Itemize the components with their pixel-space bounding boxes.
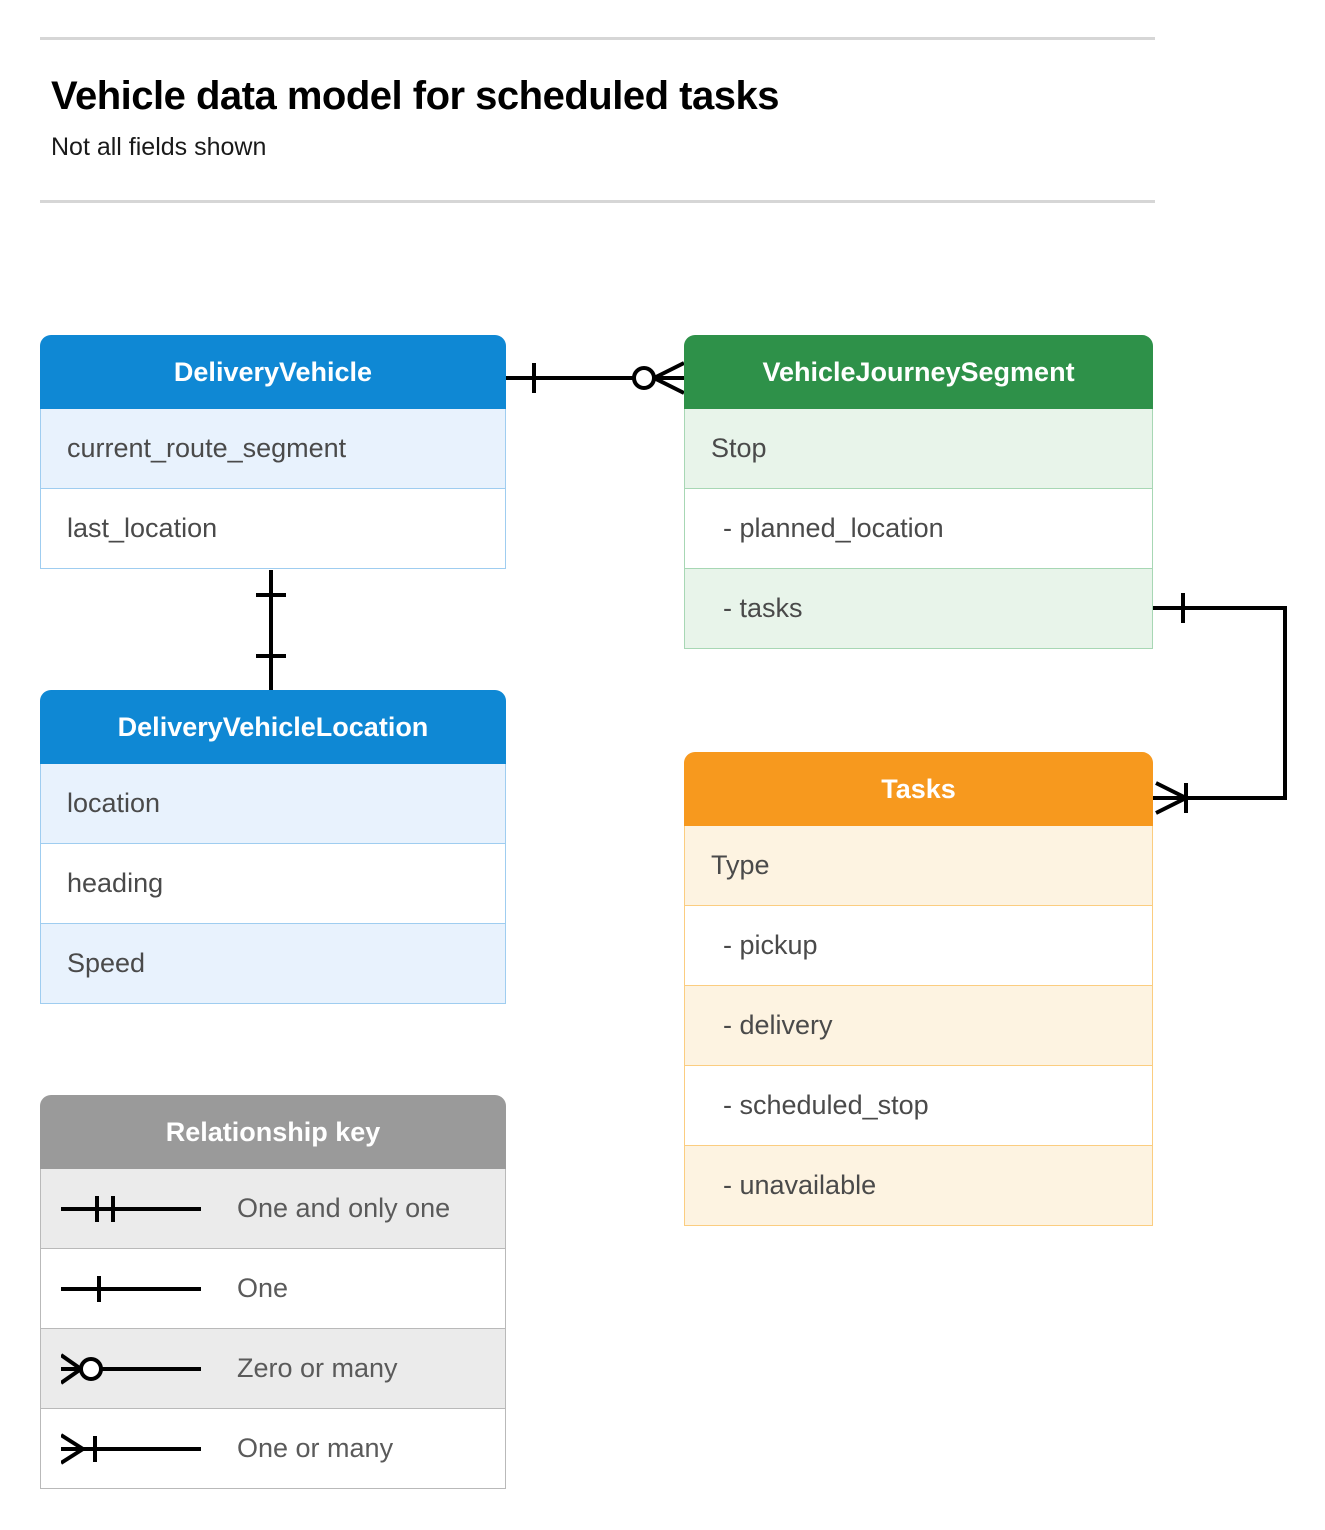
zero-or-many-icon (61, 1352, 201, 1385)
entity-row-tasks[interactable]: - tasks (684, 569, 1153, 649)
entity-tasks[interactable]: Tasks Type - pickup - delivery - schedul… (684, 752, 1153, 1226)
entity-row-unavailable[interactable]: - unavailable (684, 1146, 1153, 1226)
entity-row-type[interactable]: Type (684, 826, 1153, 906)
entity-row-planned-location[interactable]: - planned_location (684, 489, 1153, 569)
legend-label-zero-or-many: Zero or many (237, 1353, 398, 1383)
entity-delivery-vehicle[interactable]: DeliveryVehicle current_route_segment la… (40, 335, 506, 569)
relationship-key-legend: Relationship key One and only one One Ze… (40, 1095, 506, 1489)
one-and-only-one-icon (61, 1195, 201, 1222)
entity-row-stop[interactable]: Stop (684, 409, 1153, 489)
legend-label-one-and-only-one: One and only one (237, 1193, 451, 1223)
relationship-vehiclejourneysegment-tasks (1153, 593, 1287, 815)
legend-item-zero-or-many: Zero or many (40, 1329, 506, 1409)
header-divider-top (40, 37, 1155, 40)
entity-vehicle-journey-segment[interactable]: VehicleJourneySegment Stop - planned_loc… (684, 335, 1153, 649)
entity-delivery-vehicle-location[interactable]: DeliveryVehicleLocation location heading… (40, 690, 506, 1004)
one-or-many-icon (61, 1432, 201, 1465)
entity-row-heading[interactable]: heading (40, 844, 506, 924)
header-divider-bottom (40, 200, 1155, 203)
legend-label-one: One (237, 1273, 289, 1303)
page-subtitle: Not all fields shown (51, 133, 267, 161)
entity-delivery-vehicle-title: DeliveryVehicle (40, 335, 506, 409)
legend-label-one-or-many: One or many (237, 1433, 394, 1463)
entity-row-scheduled-stop[interactable]: - scheduled_stop (684, 1066, 1153, 1146)
entity-row-speed[interactable]: Speed (40, 924, 506, 1004)
relationship-deliveryvehicle-vehiclejourneysegment (506, 361, 685, 395)
legend-item-one: One (40, 1249, 506, 1329)
entity-row-last-location[interactable]: last_location (40, 489, 506, 569)
one-icon (61, 1275, 201, 1302)
legend-item-one-or-many: One or many (40, 1409, 506, 1489)
entity-row-delivery[interactable]: - delivery (684, 986, 1153, 1066)
entity-row-current-route-segment[interactable]: current_route_segment (40, 409, 506, 489)
legend-item-one-and-only-one: One and only one (40, 1169, 506, 1249)
entity-row-pickup[interactable]: - pickup (684, 906, 1153, 986)
entity-row-location[interactable]: location (40, 764, 506, 844)
entity-vehicle-journey-segment-title: VehicleJourneySegment (684, 335, 1153, 409)
relationship-key-title: Relationship key (40, 1095, 506, 1169)
relationship-deliveryvehicle-deliveryvehiclelocation (256, 570, 286, 690)
page-title: Vehicle data model for scheduled tasks (51, 74, 779, 118)
entity-delivery-vehicle-location-title: DeliveryVehicleLocation (40, 690, 506, 764)
entity-tasks-title: Tasks (684, 752, 1153, 826)
